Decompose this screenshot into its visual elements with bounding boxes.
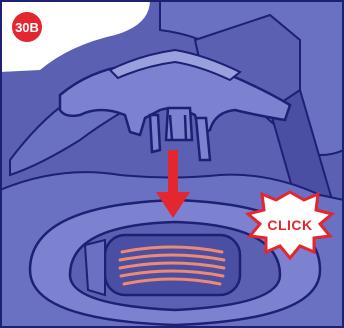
receptacle-slot: [105, 235, 240, 295]
step-badge: 30B: [12, 12, 42, 42]
slot-lip: [85, 240, 105, 295]
click-label: CLICK: [267, 217, 312, 233]
step-number: 30B: [15, 20, 39, 35]
